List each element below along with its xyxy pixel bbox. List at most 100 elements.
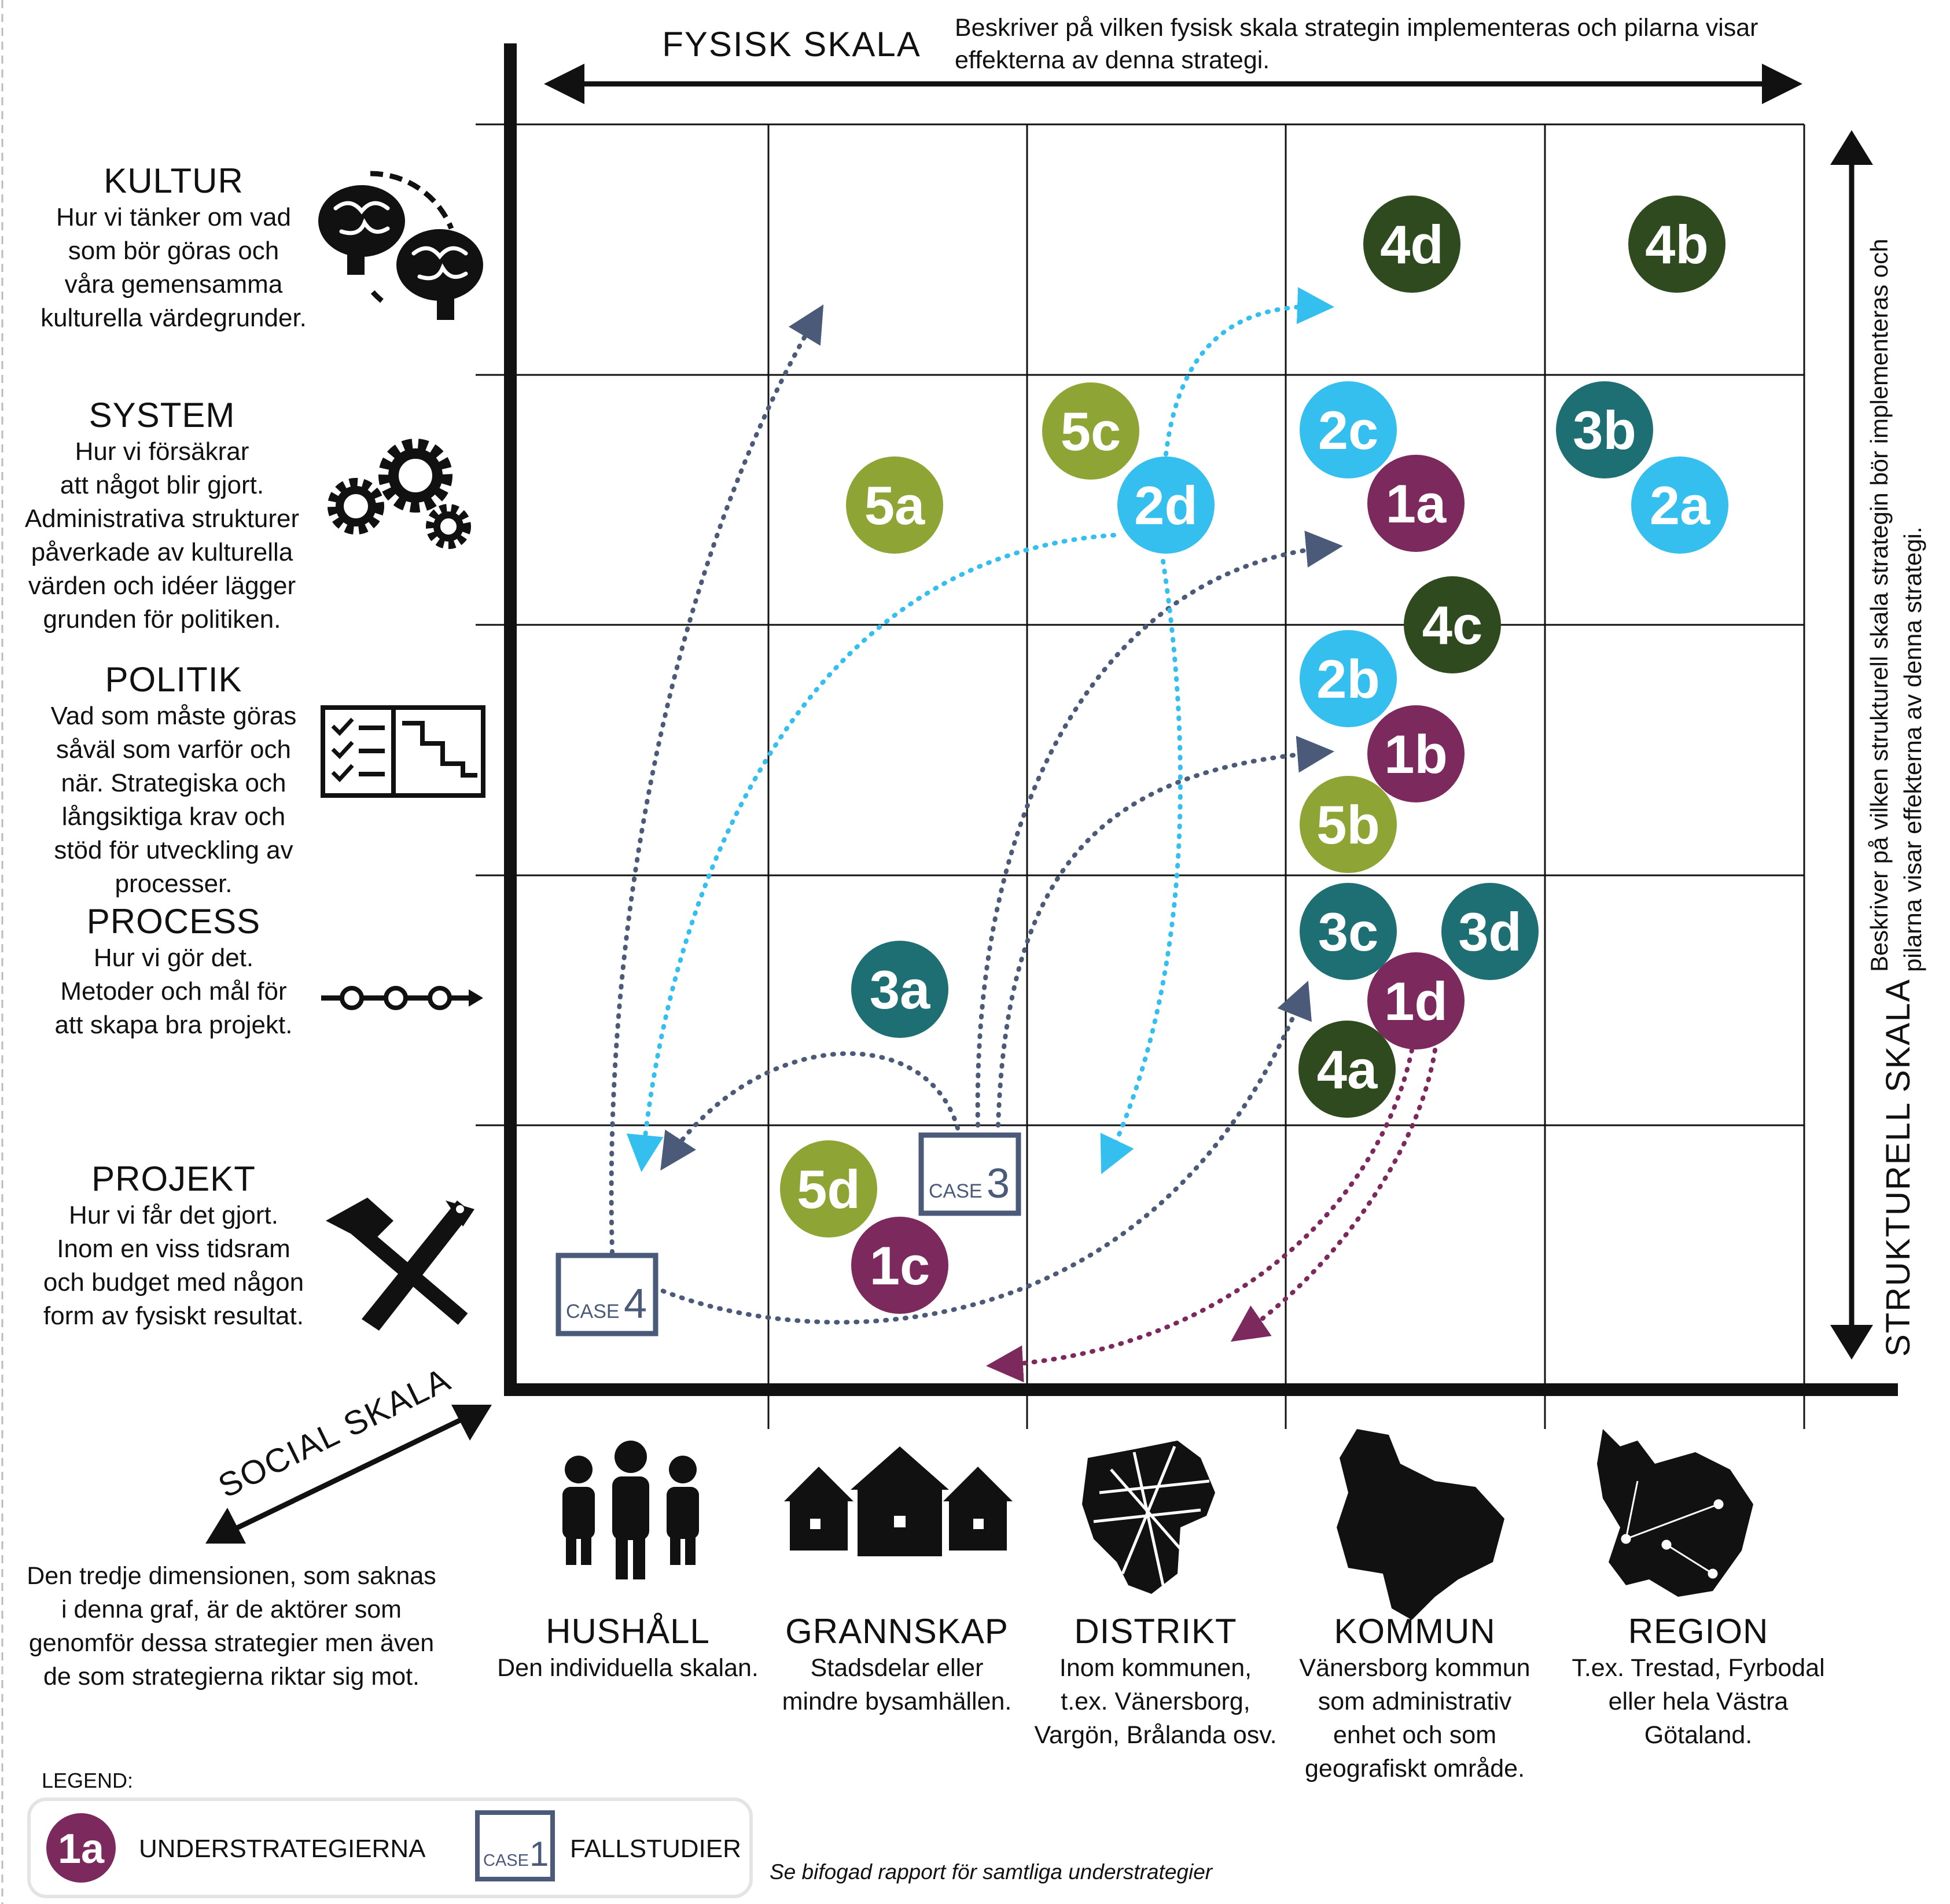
region-map-icon [1597, 1429, 1753, 1597]
arrow-case4-to-kommun-process [652, 981, 1312, 1325]
col-distrikt-title: DISTRIKT [1074, 1612, 1237, 1651]
row-system-line-4: påverkade av kulturella [31, 538, 293, 566]
strategy-2d-label: 2d [1134, 475, 1198, 536]
strategy-4a-circle [1298, 1021, 1396, 1118]
strategy-5d-label: 5d [797, 1159, 860, 1220]
col-kommun: KOMMUN Vänersborg kommun som administrat… [1276, 1611, 1554, 1785]
strukturell-skala-arrow [1830, 130, 1873, 1360]
row-kultur-title: KULTUR [104, 161, 244, 200]
row-projekt-line-4: form av fysiskt resultat. [43, 1302, 304, 1330]
district-map-icon [1082, 1441, 1215, 1594]
row-process-line-1: Hur vi gör det. [93, 944, 254, 972]
social-skala-description: Den tredje dimensionen, som saknas i den… [12, 1559, 451, 1693]
strategy-2d-circle [1117, 456, 1215, 554]
process-icon [321, 986, 483, 1010]
arrow-2d-to-projekt-right [1100, 559, 1183, 1174]
strategy-3a-circle [851, 941, 948, 1038]
tools-icon [326, 1198, 474, 1331]
strategy-1d-label: 1d [1384, 971, 1448, 1032]
strategy-4b-circle [1628, 196, 1725, 293]
strategy-2a-label: 2a [1650, 475, 1710, 536]
strategy-2b-circle [1300, 630, 1397, 727]
legend-case-number: 1 [529, 1835, 549, 1873]
row-process-line-2: Metoder och mål för [60, 977, 287, 1006]
strategy-1c-label: 1c [870, 1235, 930, 1296]
col-region-line-3: Götaland. [1644, 1721, 1753, 1749]
row-kultur-line-1: Hur vi tänker om vad [56, 203, 291, 231]
strategy-1a: 1a [1367, 455, 1465, 552]
houses-icon [784, 1446, 1013, 1556]
fysisk-skala-arrow [544, 64, 1802, 104]
case-box-3: CASE 3 [918, 1132, 1021, 1216]
col-grannskap-line-2: mindre bysamhällen. [782, 1688, 1012, 1715]
fysisk-skala-description-line-2: effekterna av denna strategi. [955, 46, 1270, 74]
col-kommun-title: KOMMUN [1334, 1612, 1496, 1651]
strategy-5a-label: 5a [864, 475, 925, 536]
col-hushall-title: HUSHÅLL [546, 1612, 710, 1651]
strategy-4a: 4a [1298, 1021, 1396, 1118]
col-distrikt-line-3: Vargön, Brålanda osv. [1034, 1721, 1277, 1749]
case-4-prefix: CASE [566, 1301, 620, 1323]
strategy-3b: 3b [1556, 381, 1653, 478]
case-3-number: 3 [987, 1161, 1010, 1207]
strategy-3b-circle [1556, 381, 1653, 478]
strategy-1b: 1b [1367, 705, 1465, 802]
strategy-3a-label: 3a [870, 959, 930, 1020]
row-projekt-line-2: Inom en viss tidsram [57, 1235, 290, 1263]
strategy-4c-label: 4c [1422, 595, 1483, 655]
row-system-title: SYSTEM [89, 396, 236, 434]
row-kultur: KULTUR Hur vi tänker om vad som bör göra… [12, 161, 336, 335]
legend-box [27, 1798, 753, 1898]
social-skala-description-line-3: genomför dessa strategier men även [28, 1629, 435, 1657]
strategy-4c-circle [1404, 576, 1501, 673]
row-projekt: PROJEKT Hur vi får det gjort. Inom en vi… [12, 1159, 336, 1333]
row-system-line-5: värden och idéer lägger [28, 572, 296, 600]
strategy-1a-circle [1367, 455, 1465, 552]
col-kommun-line-1: Vänersborg kommun [1299, 1654, 1530, 1682]
strategy-3a: 3a [851, 941, 948, 1038]
row-politik-line-3: när. Strategiska och [61, 769, 286, 797]
row-system: SYSTEM Hur vi försäkrar att något blir g… [0, 395, 324, 636]
relationship-arrows [609, 287, 1437, 1383]
row-politik: POLITIK Vad som måste göras såväl som va… [12, 660, 336, 901]
strategy-3d: 3d [1441, 883, 1539, 980]
row-kultur-line-4: kulturella värdegrunder. [41, 304, 307, 332]
col-distrikt: DISTRIKT Inom kommunen, t.ex. Vänersborg… [1017, 1611, 1294, 1752]
arrow-2d-to-projekt-left [626, 533, 1116, 1172]
social-skala-description-line-1: Den tredje dimensionen, som saknas [27, 1562, 436, 1590]
col-distrikt-line-1: Inom kommunen, [1059, 1654, 1252, 1682]
row-politik-title: POLITIK [105, 660, 242, 699]
fysisk-skala-label: FYSISK SKALA [662, 25, 921, 64]
gears-icon [328, 439, 471, 549]
strategy-1c: 1c [851, 1217, 948, 1314]
municipality-map-icon [1337, 1429, 1504, 1620]
row-system-line-3: Administrativa strukturer [24, 504, 300, 533]
strategy-3d-label: 3d [1458, 901, 1522, 962]
strategy-1b-circle [1367, 705, 1465, 802]
strategy-4d-label: 4d [1380, 214, 1444, 275]
row-process-title: PROCESS [86, 902, 261, 941]
strategy-4b: 4b [1628, 196, 1725, 293]
col-region-line-2: eller hela Västra [1608, 1688, 1789, 1715]
row-projekt-line-3: och budget med någon [43, 1268, 304, 1297]
legend-strategy-swatch [46, 1813, 116, 1883]
col-kommun-line-3: enhet och som [1333, 1721, 1497, 1749]
row-politik-line-6: processer. [115, 870, 233, 898]
social-skala-description-line-4: de som strategierna riktar sig mot. [43, 1663, 420, 1691]
strategy-4d-circle [1363, 196, 1460, 293]
arrow-case3-loop-left [660, 1051, 960, 1171]
brains-icon [318, 171, 483, 320]
col-region-title: REGION [1628, 1612, 1769, 1651]
people-icon [562, 1441, 699, 1579]
col-hushall-line-1: Den individuella skalan. [497, 1654, 759, 1682]
strategy-5c: 5c [1042, 382, 1139, 480]
strategy-2a: 2a [1631, 456, 1728, 554]
social-skala-arrow [205, 1405, 492, 1544]
arrow-case3-to-kommun-politik [996, 735, 1334, 1128]
footnote: Se bifogad rapport för samtliga understr… [770, 1860, 1213, 1884]
strategy-5b-label: 5b [1316, 794, 1380, 855]
col-region-line-1: T.ex. Trestad, Fyrbodal [1572, 1654, 1825, 1682]
strategy-3c-circle [1300, 883, 1397, 980]
